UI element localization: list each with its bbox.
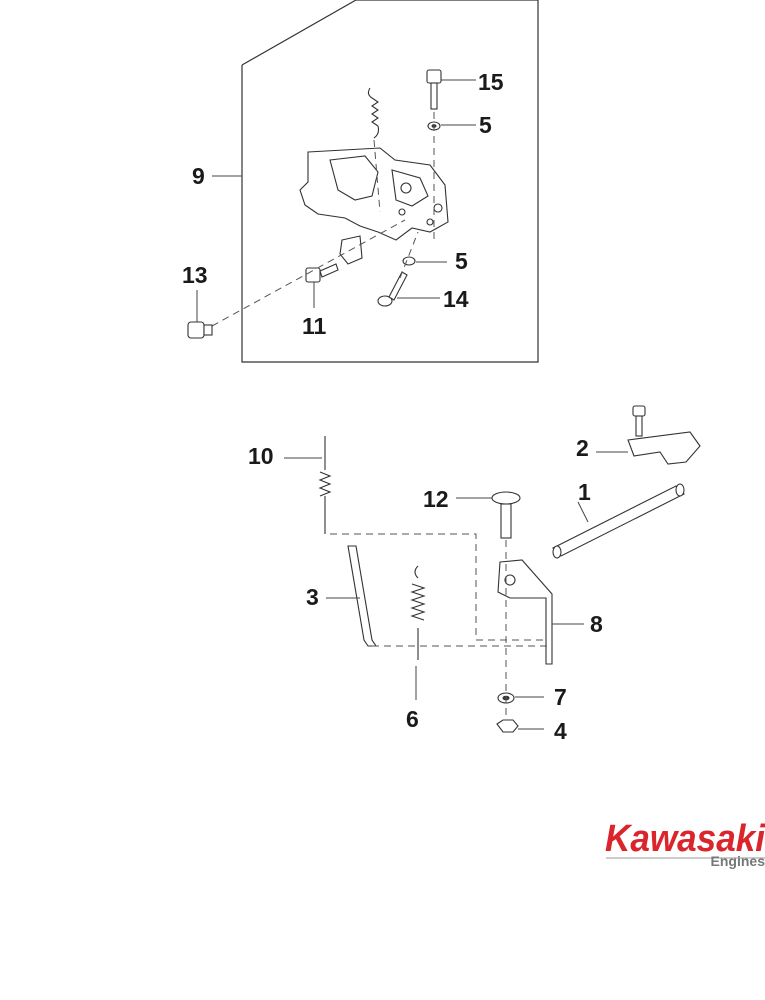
callout-5-upper: 5 — [479, 112, 492, 138]
washer-5-lower — [402, 256, 447, 266]
logo-brand: Kawasaki — [605, 818, 765, 860]
callout-14: 14 — [443, 286, 469, 312]
rod-3 — [326, 545, 378, 647]
callout-9: 9 — [192, 163, 205, 189]
assembly-frame — [241, 0, 539, 363]
plate-2 — [596, 405, 701, 465]
callout-8: 8 — [590, 611, 603, 637]
callout-5-lower: 5 — [455, 248, 468, 274]
callout-13: 13 — [182, 262, 208, 288]
assembly-line-13 — [211, 219, 406, 327]
bolt-13 — [187, 290, 213, 339]
callout-12: 12 — [423, 486, 449, 512]
callout-11: 11 — [302, 313, 327, 339]
callout-15: 15 — [478, 69, 504, 95]
spring-10 — [284, 436, 332, 534]
callout-4: 4 — [554, 718, 567, 744]
control-bracket-9 — [299, 147, 449, 265]
callout-3: 3 — [306, 584, 319, 610]
spring-6 — [410, 565, 426, 700]
washer-7 — [497, 692, 544, 704]
washer-5-upper — [427, 121, 476, 131]
callout-6: 6 — [406, 706, 419, 732]
callout-2: 2 — [576, 435, 589, 461]
callout-1: 1 — [578, 479, 591, 505]
assembly-line-14 — [399, 231, 419, 279]
callout-10: 10 — [248, 443, 274, 469]
bolt-15 — [426, 69, 476, 110]
nut-4 — [496, 719, 544, 733]
spring-upper — [367, 87, 380, 139]
screw-11 — [305, 263, 339, 308]
assembly-line-spring — [373, 139, 381, 213]
shaft-1 — [552, 483, 685, 559]
screw-14 — [377, 271, 440, 307]
callout-7: 7 — [554, 684, 567, 710]
lever-8 — [497, 559, 584, 665]
logo-sub: Engines — [711, 853, 765, 869]
kawasaki-logo: Kawasaki Engines — [605, 818, 765, 869]
bolt-12 — [456, 491, 521, 539]
assembly-line-lower-a — [330, 533, 548, 641]
